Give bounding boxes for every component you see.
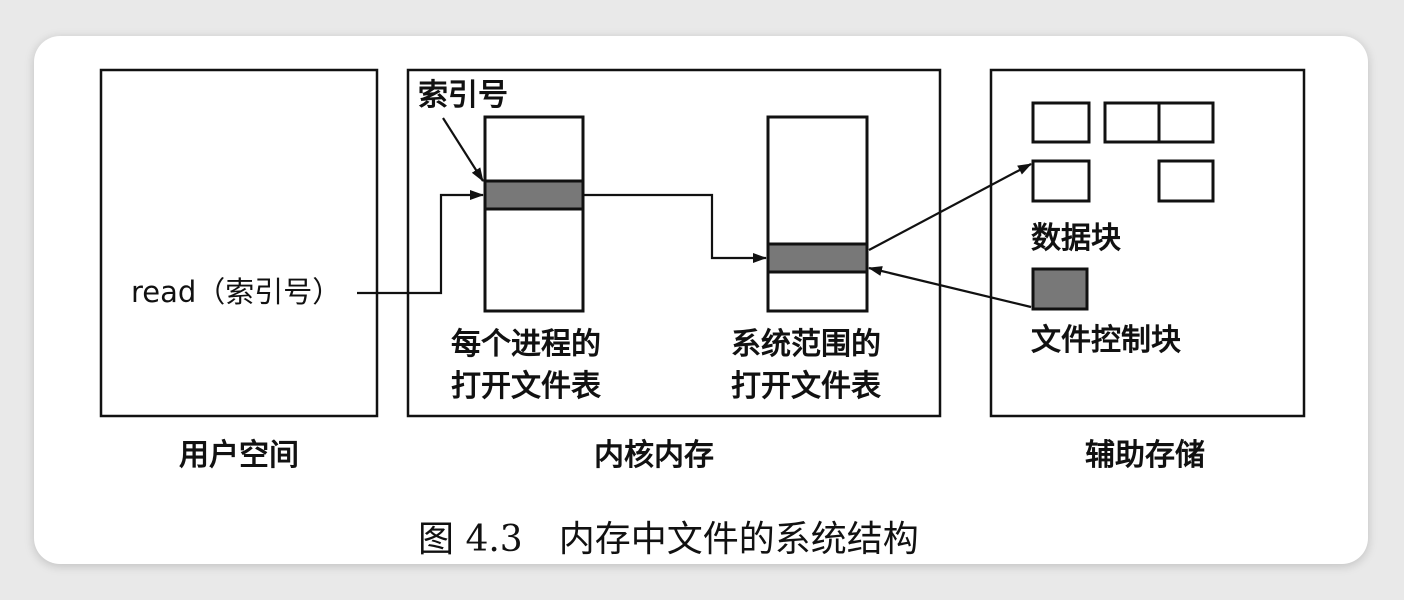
data-block [1031,159,1091,203]
fcb-to-system-arrow [868,266,1032,309]
figure-caption: 图 4.3 内存中文件的系统结构 [418,519,919,560]
read-call-label: read（索引号） [131,275,341,309]
secondary-storage-title: 辅助存储 [1085,438,1205,473]
read-call-arrow [357,190,484,295]
system-wide-table-label-line2: 打开文件表 [731,369,881,404]
per-process-table [483,115,585,313]
per-process-table-label-line1: 每个进程的 [451,327,601,362]
system-wide-table [766,115,869,313]
data-block [1103,101,1161,144]
data-blocks-label: 数据块 [1031,221,1121,256]
secondary-storage-box [989,68,1306,418]
per-process-table-label-line2: 打开文件表 [451,369,601,404]
user-space-title: 用户空间 [179,438,299,473]
system-to-data-block-arrow [868,163,1032,251]
data-block [1157,159,1215,203]
index-number-label: 索引号 [418,78,508,113]
kernel-memory-title: 内核内存 [594,438,714,473]
kernel-memory-box [406,68,942,418]
user-space-box [99,68,379,418]
per-process-entry [483,179,585,211]
per-process-to-system-arrow [583,193,767,263]
file-control-block [1031,267,1089,311]
system-wide-entry [766,242,869,274]
system-wide-table-label-line1: 系统范围的 [731,327,881,362]
data-block [1157,101,1215,144]
data-block [1031,101,1091,144]
file-control-block-label: 文件控制块 [1031,323,1181,358]
index-pointer-arrow [442,117,484,182]
